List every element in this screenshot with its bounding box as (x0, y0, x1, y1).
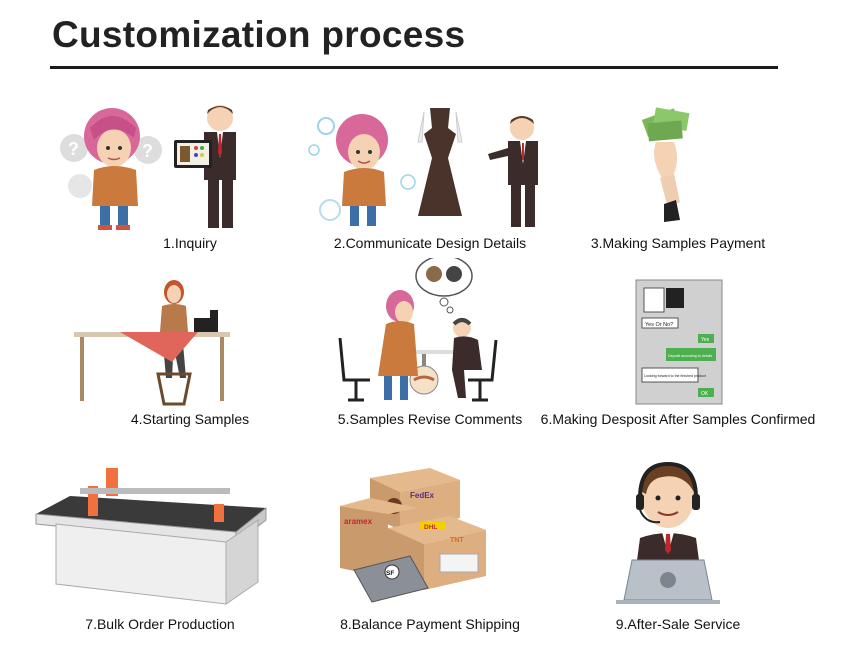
title-underline (50, 66, 778, 69)
inquiry-illustration: ? ? (60, 98, 320, 248)
step-9-label: 9.After-Sale Service (615, 616, 741, 632)
tnt-label: TNT (450, 537, 464, 544)
step-9: 9.After-Sale Service (548, 458, 808, 638)
step-1: ? ? 1.Inquiry (60, 98, 320, 278)
fedex-label: FedEx (410, 491, 435, 500)
step-8-label: 8.Balance Payment Shipping (340, 616, 520, 632)
cutting-machine-illustration (30, 458, 290, 608)
dhl-label: DHL (424, 524, 437, 531)
step-4: 4.Starting Samples (60, 278, 320, 458)
chat-msg-5: OK (701, 391, 709, 397)
step-6: Yes Or No? Yes Deposit according to deta… (541, 278, 815, 458)
step-1-label: 1.Inquiry (163, 235, 217, 251)
aramex-label: aramex (344, 517, 373, 526)
step-5-label: 5.Samples Revise Comments (337, 411, 523, 427)
money-payment-illustration (548, 98, 808, 248)
page-title: Customization process (52, 14, 466, 55)
svg-text:?: ? (142, 141, 153, 161)
step-3: 3.Making Samples Payment (548, 98, 808, 278)
svg-text:?: ? (68, 139, 79, 159)
chat-msg-2: Yes (701, 337, 710, 343)
chat-msg-4: Looking forward to the finished product (644, 374, 706, 378)
chat-screen-illustration: Yes Or No? Yes Deposit according to deta… (548, 278, 808, 428)
step-4-label: 4.Starting Samples (130, 411, 250, 427)
chat-msg-3: Deposit according to details (668, 354, 712, 358)
design-discussion-illustration (300, 98, 560, 248)
support-agent-illustration (548, 458, 808, 608)
step-7-label: 7.Bulk Order Production (85, 616, 235, 632)
step-5: 5.Samples Revise Comments (300, 258, 560, 438)
shipping-boxes-illustration: ups FedEx aramex DHL TNT SF (300, 458, 560, 608)
meeting-illustration (300, 258, 560, 408)
chat-msg-1: Yes Or No? (645, 322, 673, 328)
sewing-illustration (60, 278, 320, 428)
step-7: 7.Bulk Order Production (30, 458, 290, 638)
step-2-label: 2.Communicate Design Details (333, 235, 527, 251)
step-6-label: 6.Making Desposit After Samples Confirme… (540, 411, 816, 427)
step-3-label: 3.Making Samples Payment (590, 235, 766, 251)
sf-label: SF (386, 570, 394, 577)
step-2: 2.Communicate Design Details (300, 98, 560, 278)
step-8: ups FedEx aramex DHL TNT SF 8.Balance Pa… (300, 458, 560, 638)
